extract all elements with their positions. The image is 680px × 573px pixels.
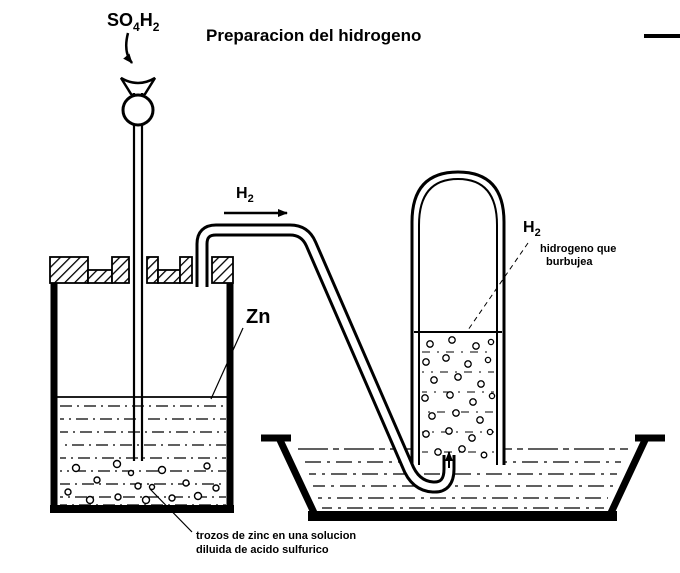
- caption-line2: diluida de acido sulfurico: [196, 544, 329, 556]
- reagent-t1: SO: [107, 10, 133, 30]
- thistle-funnel: [119, 76, 157, 461]
- tube-gas-label: H2: [236, 185, 254, 205]
- reagent-sub1: 4: [133, 20, 140, 34]
- funnel-bulb: [121, 93, 155, 127]
- jar-water-dashes: [422, 351, 494, 453]
- jar-note-line1: hidrogeno que: [540, 243, 616, 255]
- zn-label: Zn: [246, 306, 270, 328]
- jar-gas-t: H: [523, 219, 535, 236]
- vessel-walls: [50, 283, 234, 513]
- jar-gas-label: H2: [523, 219, 541, 239]
- stopper-lid: [49, 256, 234, 284]
- pneumatic-trough: [261, 434, 665, 521]
- tube-gas-sub: 2: [248, 193, 254, 205]
- zinc-pieces: [64, 459, 220, 505]
- reagent-label: SO4H2: [107, 10, 160, 34]
- zn-leader-line: [210, 327, 244, 400]
- reagent-arrow-icon: [123, 32, 134, 64]
- diagram-title: Preparacion del hidrogeno: [206, 26, 421, 45]
- delivery-tube: [195, 223, 456, 494]
- jar-note-line2: burbujea: [546, 256, 593, 268]
- jar-outer-wall: [410, 170, 506, 465]
- jar-gas-sub: 2: [535, 227, 541, 239]
- gas-flow-group: H2: [224, 185, 288, 217]
- hydrogen-bubbles: [421, 336, 496, 459]
- jar-label-group: H2 hidrogeno que burbujea: [467, 219, 616, 331]
- zn-label-group: Zn: [210, 306, 270, 400]
- generation-vessel: [49, 256, 234, 513]
- trough-right-wall: [605, 436, 650, 519]
- border-line: [644, 34, 680, 38]
- gas-jar: [410, 170, 506, 465]
- reagent-label-group: SO4H2: [107, 10, 160, 64]
- trough-left-wall: [275, 436, 320, 519]
- reagent-t2: H: [140, 10, 153, 30]
- reagent-sub2: 2: [153, 20, 160, 34]
- caption-line1: trozos de zinc en una solucion: [196, 530, 356, 542]
- caption-group: trozos de zinc en una solucion diluida d…: [149, 488, 356, 556]
- tube-bore: [198, 226, 453, 491]
- tube-gas-t: H: [236, 185, 248, 202]
- jar-inner-wall: [418, 177, 498, 465]
- caption-leader-line: [149, 488, 193, 533]
- acid-liquid: [57, 396, 227, 506]
